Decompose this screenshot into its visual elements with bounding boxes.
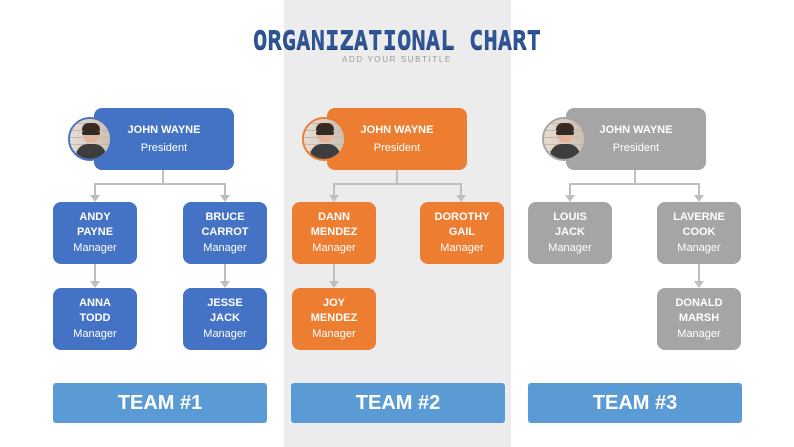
member-role: Manager [677, 242, 721, 254]
member-card[interactable]: LOUIS JACK Manager [528, 202, 612, 264]
page-title: ORGANIZATIONAL CHART [252, 26, 542, 56]
team-label-button[interactable]: TEAM #2 [291, 383, 505, 423]
member-first-name: LAVERNE [673, 211, 725, 223]
connector-line [634, 170, 636, 184]
member-last-name: JACK [555, 226, 585, 238]
connector-line [698, 264, 700, 281]
connector-line [333, 264, 335, 281]
member-last-name: PAYNE [76, 226, 114, 238]
arrow-down-icon [694, 195, 704, 202]
member-first-name: BRUCE [205, 211, 245, 223]
member-first-name: ANNA [79, 297, 111, 309]
president-role: President [140, 142, 188, 154]
president-card[interactable]: JOHN WAYNE President [327, 108, 467, 170]
connector-line [333, 183, 335, 195]
member-first-name: JESSE [207, 297, 243, 309]
member-card[interactable]: DOROTHY GAIL Manager [420, 202, 504, 264]
member-card[interactable]: LAVERNE COOK Manager [657, 202, 741, 264]
connector-line [396, 170, 398, 184]
president-card[interactable]: JOHN WAYNE President [94, 108, 234, 170]
member-role: Manager [677, 328, 721, 340]
connector-line [333, 183, 462, 185]
arrow-down-icon [220, 281, 230, 288]
member-last-name: MARSH [678, 312, 720, 324]
arrow-down-icon [694, 281, 704, 288]
connector-line [94, 183, 226, 185]
member-last-name: TODD [79, 312, 111, 324]
member-first-name: DANN [318, 211, 350, 223]
member-card[interactable]: ANDY PAYNE Manager [53, 202, 137, 264]
member-role: Manager [312, 328, 356, 340]
member-role: Manager [203, 242, 247, 254]
connector-line [698, 183, 700, 195]
president-card[interactable]: JOHN WAYNE President [566, 108, 706, 170]
person-photo-icon [542, 117, 586, 161]
member-last-name: JACK [210, 312, 240, 324]
member-role: Manager [548, 242, 592, 254]
member-first-name: DOROTHY [434, 211, 490, 223]
member-card[interactable]: JOY MENDEZ Manager [292, 288, 376, 350]
president-role: President [612, 142, 660, 154]
member-first-name: DONALD [675, 297, 723, 309]
member-role: Manager [440, 242, 484, 254]
connector-line [224, 264, 226, 281]
arrow-down-icon [565, 195, 575, 202]
person-photo-icon [302, 117, 346, 161]
arrow-down-icon [220, 195, 230, 202]
member-last-name: GAIL [448, 226, 476, 238]
arrow-down-icon [329, 281, 339, 288]
president-name: JOHN WAYNE [360, 124, 434, 136]
president-role: President [373, 142, 421, 154]
connector-line [460, 183, 462, 195]
member-role: Manager [73, 328, 117, 340]
person-photo-icon [68, 117, 112, 161]
connector-line [94, 264, 96, 281]
member-last-name: MENDEZ [310, 312, 358, 324]
president-name: JOHN WAYNE [127, 124, 201, 136]
team-label-button[interactable]: TEAM #3 [528, 383, 742, 423]
president-name: JOHN WAYNE [599, 124, 673, 136]
connector-line [569, 183, 571, 195]
team-label-button[interactable]: TEAM #1 [53, 383, 267, 423]
arrow-down-icon [90, 195, 100, 202]
member-role: Manager [312, 242, 356, 254]
member-card[interactable]: ANNA TODD Manager [53, 288, 137, 350]
member-role: Manager [203, 328, 247, 340]
member-first-name: LOUIS [553, 211, 587, 223]
arrow-down-icon [329, 195, 339, 202]
member-last-name: COOK [682, 226, 716, 238]
member-first-name: ANDY [79, 211, 111, 223]
arrow-down-icon [90, 281, 100, 288]
member-card[interactable]: DONALD MARSH Manager [657, 288, 741, 350]
member-last-name: MENDEZ [310, 226, 358, 238]
member-card[interactable]: JESSE JACK Manager [183, 288, 267, 350]
member-role: Manager [73, 242, 117, 254]
member-first-name: JOY [322, 297, 345, 309]
connector-line [224, 183, 226, 195]
member-card[interactable]: BRUCE CARROT Manager [183, 202, 267, 264]
connector-line [162, 170, 164, 184]
page-subtitle: ADD YOUR SUBTITLE [342, 55, 452, 64]
connector-line [569, 183, 700, 185]
member-card[interactable]: DANN MENDEZ Manager [292, 202, 376, 264]
connector-line [94, 183, 96, 195]
arrow-down-icon [456, 195, 466, 202]
member-last-name: CARROT [201, 226, 249, 238]
